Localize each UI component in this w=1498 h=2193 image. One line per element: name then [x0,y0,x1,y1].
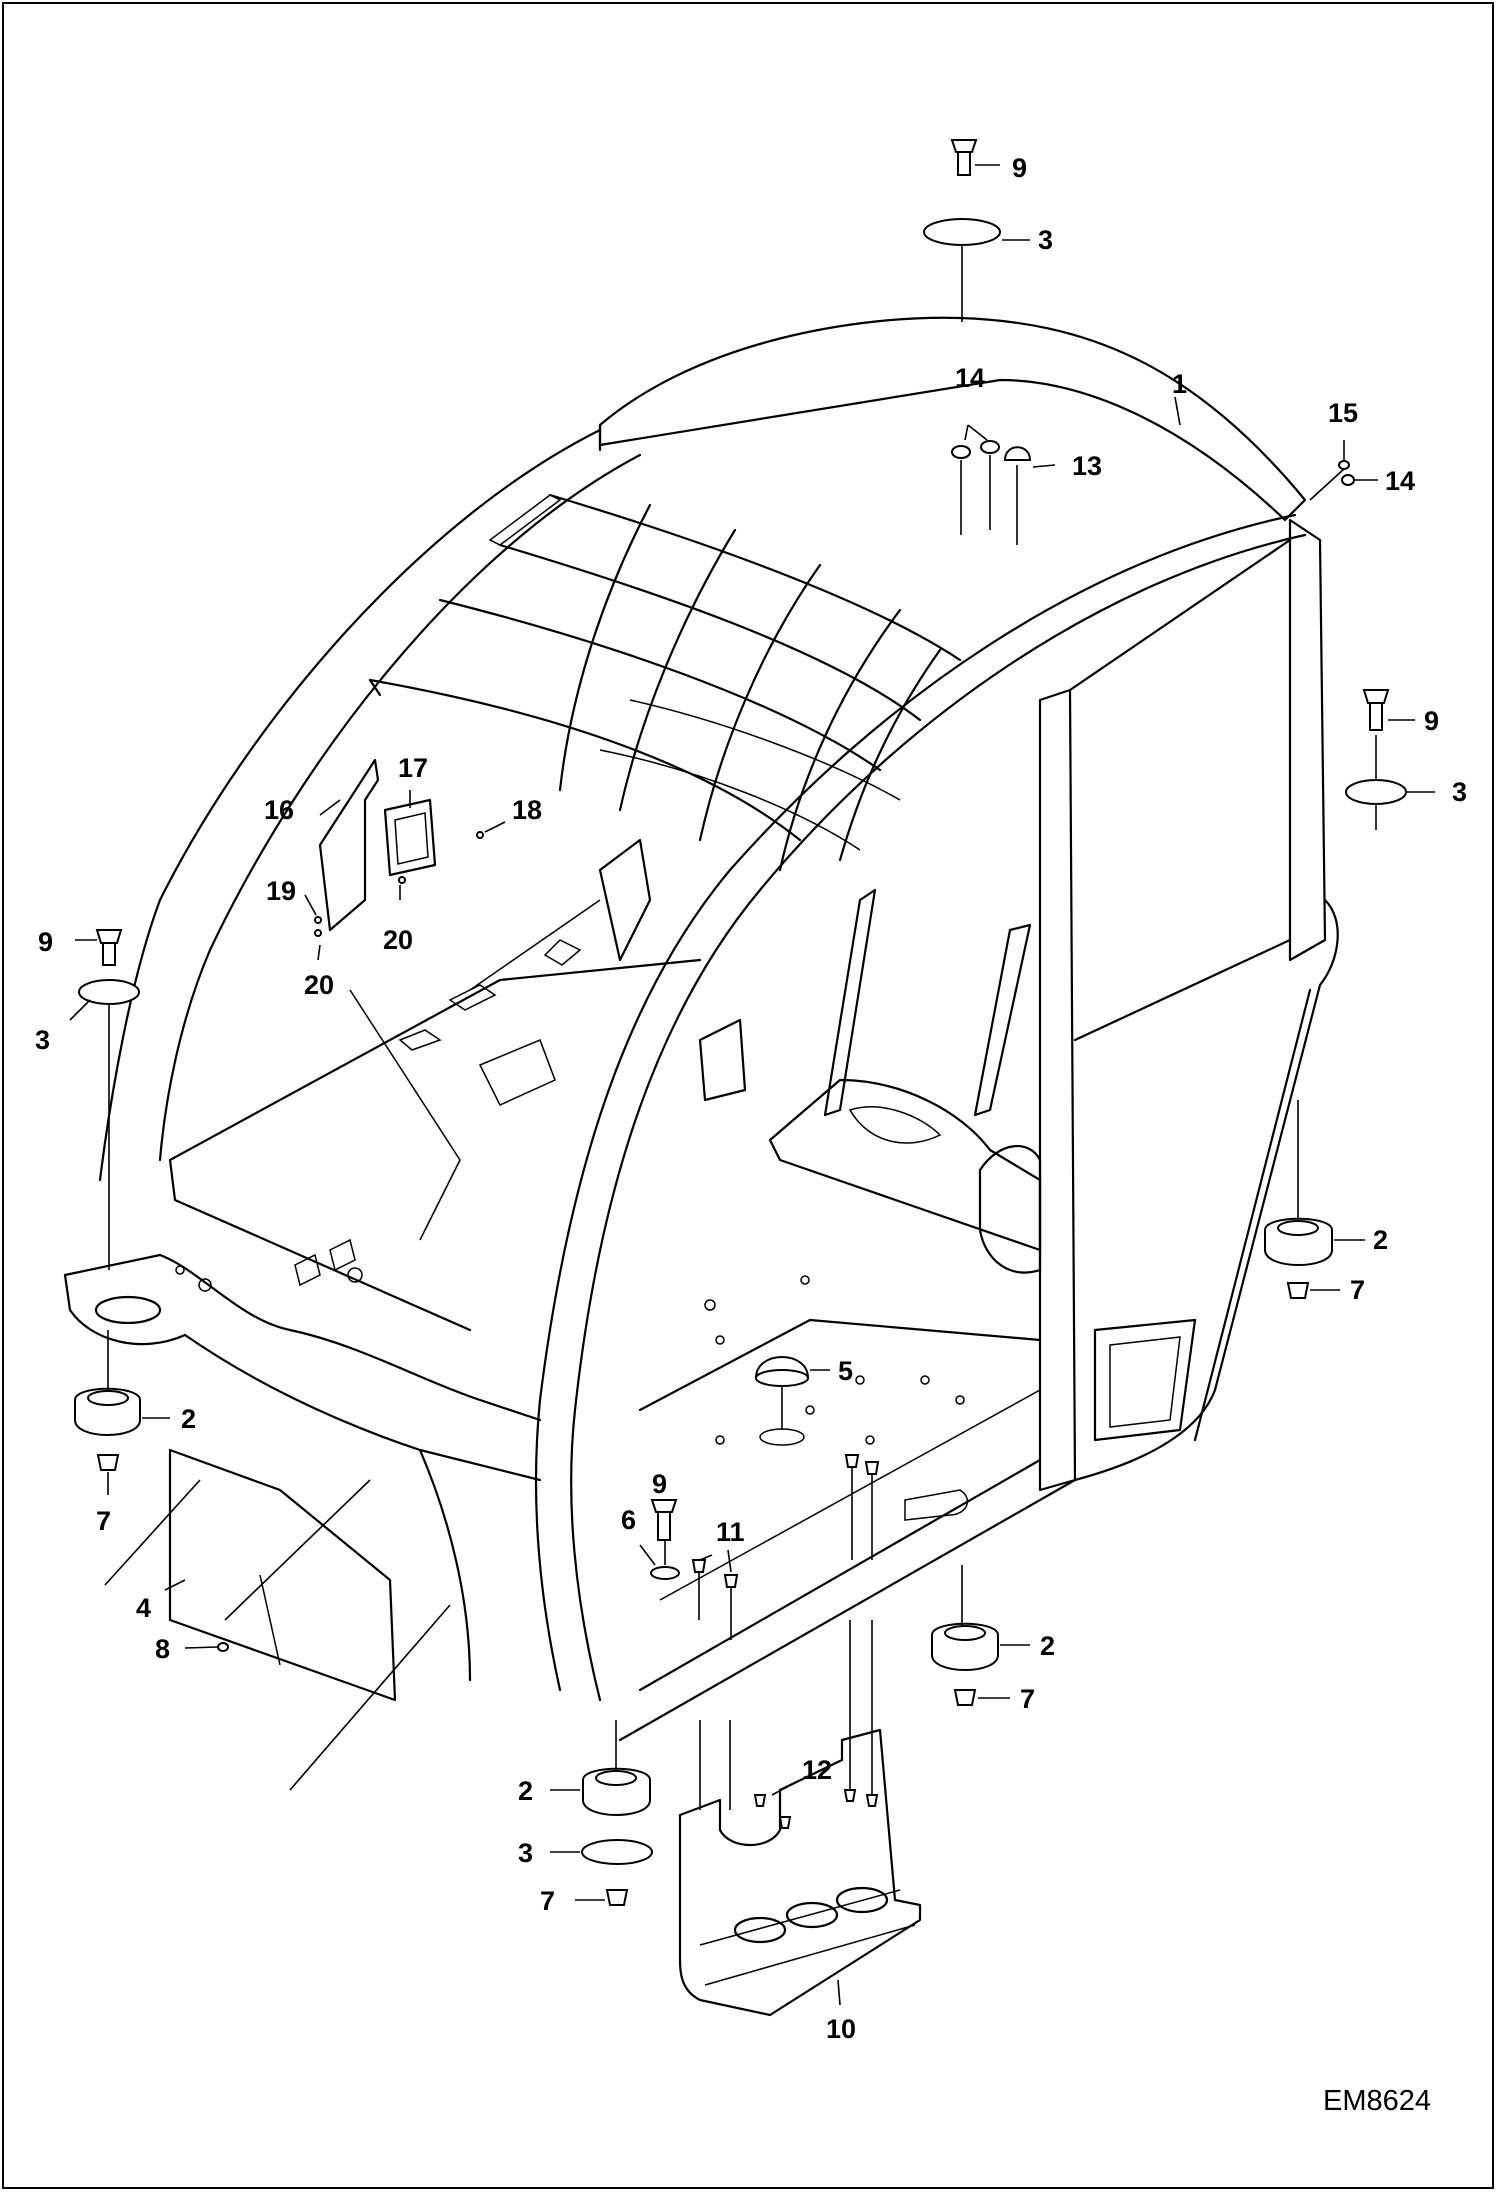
callout-2-right: 2 [1373,1225,1388,1255]
left-mount-stack [69,929,140,1270]
callout-1: 1 [1172,369,1187,399]
callout-9-top: 9 [1012,153,1027,183]
callout-1-leader [1174,396,1181,426]
floor-plug [754,1356,830,1446]
callout-7-left: 7 [96,1506,111,1536]
mount-left [74,1330,170,1495]
top-mount-stack [923,139,1030,322]
callout-3-right: 3 [1452,777,1467,807]
floor-details [175,939,969,1521]
callout-4: 4 [136,1593,151,1623]
callout-3-top: 3 [1038,225,1053,255]
callout-14-roof: 14 [955,363,985,393]
step [678,1620,922,2017]
mount-right [1264,1100,1365,1299]
callout-7-lower-front: 7 [540,1886,555,1916]
callout-11: 11 [716,1517,745,1547]
floor-bolts [691,1454,880,1640]
callout-20-lower: 20 [304,970,334,1000]
callout-20-upper: 20 [383,925,413,955]
callout-6: 6 [621,1505,636,1535]
callout-labels: 9 3 1 14 13 15 14 9 3 17 16 18 19 20 20 … [35,153,1467,2044]
callout-16: 16 [264,795,294,825]
callout-9-right: 9 [1424,706,1439,736]
right-mount-stack [1345,689,1435,830]
callout-5: 5 [838,1356,853,1386]
callout-15: 15 [1328,398,1358,428]
callout-2-lower-mid: 2 [1040,1631,1055,1661]
cab-frame [63,316,1339,1742]
screw [184,1642,229,1652]
callout-10: 10 [826,2014,856,2044]
callout-7-lower-mid: 7 [1020,1684,1035,1714]
front-cover-panel [104,1448,451,1791]
callout-3-lower-front: 3 [518,1838,533,1868]
callout-3-left: 3 [35,1025,50,1055]
drawing-code: EM8624 [1323,2085,1431,2117]
roof-grid [368,493,962,872]
side-pin [1309,440,1378,501]
callout-13: 13 [1072,451,1102,481]
callout-14-side: 14 [1385,466,1415,496]
callout-18: 18 [512,795,542,825]
callout-2-lower-front: 2 [518,1776,533,1806]
mid-bolt-stack [639,1499,680,1580]
callout-9-mid: 9 [652,1469,667,1499]
callout-9-left: 9 [38,927,53,957]
callout-7-right: 7 [1350,1275,1365,1305]
callout-8: 8 [155,1634,170,1664]
callout-12: 12 [802,1755,832,1785]
callout-17: 17 [398,753,428,783]
callout-2-left: 2 [181,1404,196,1434]
roof-plugs [951,424,1056,545]
mount-lower-mid [931,1565,1030,1706]
vent-cover-group [304,758,506,961]
mount-lower-front [550,1720,653,1906]
callout-19: 19 [266,876,296,906]
